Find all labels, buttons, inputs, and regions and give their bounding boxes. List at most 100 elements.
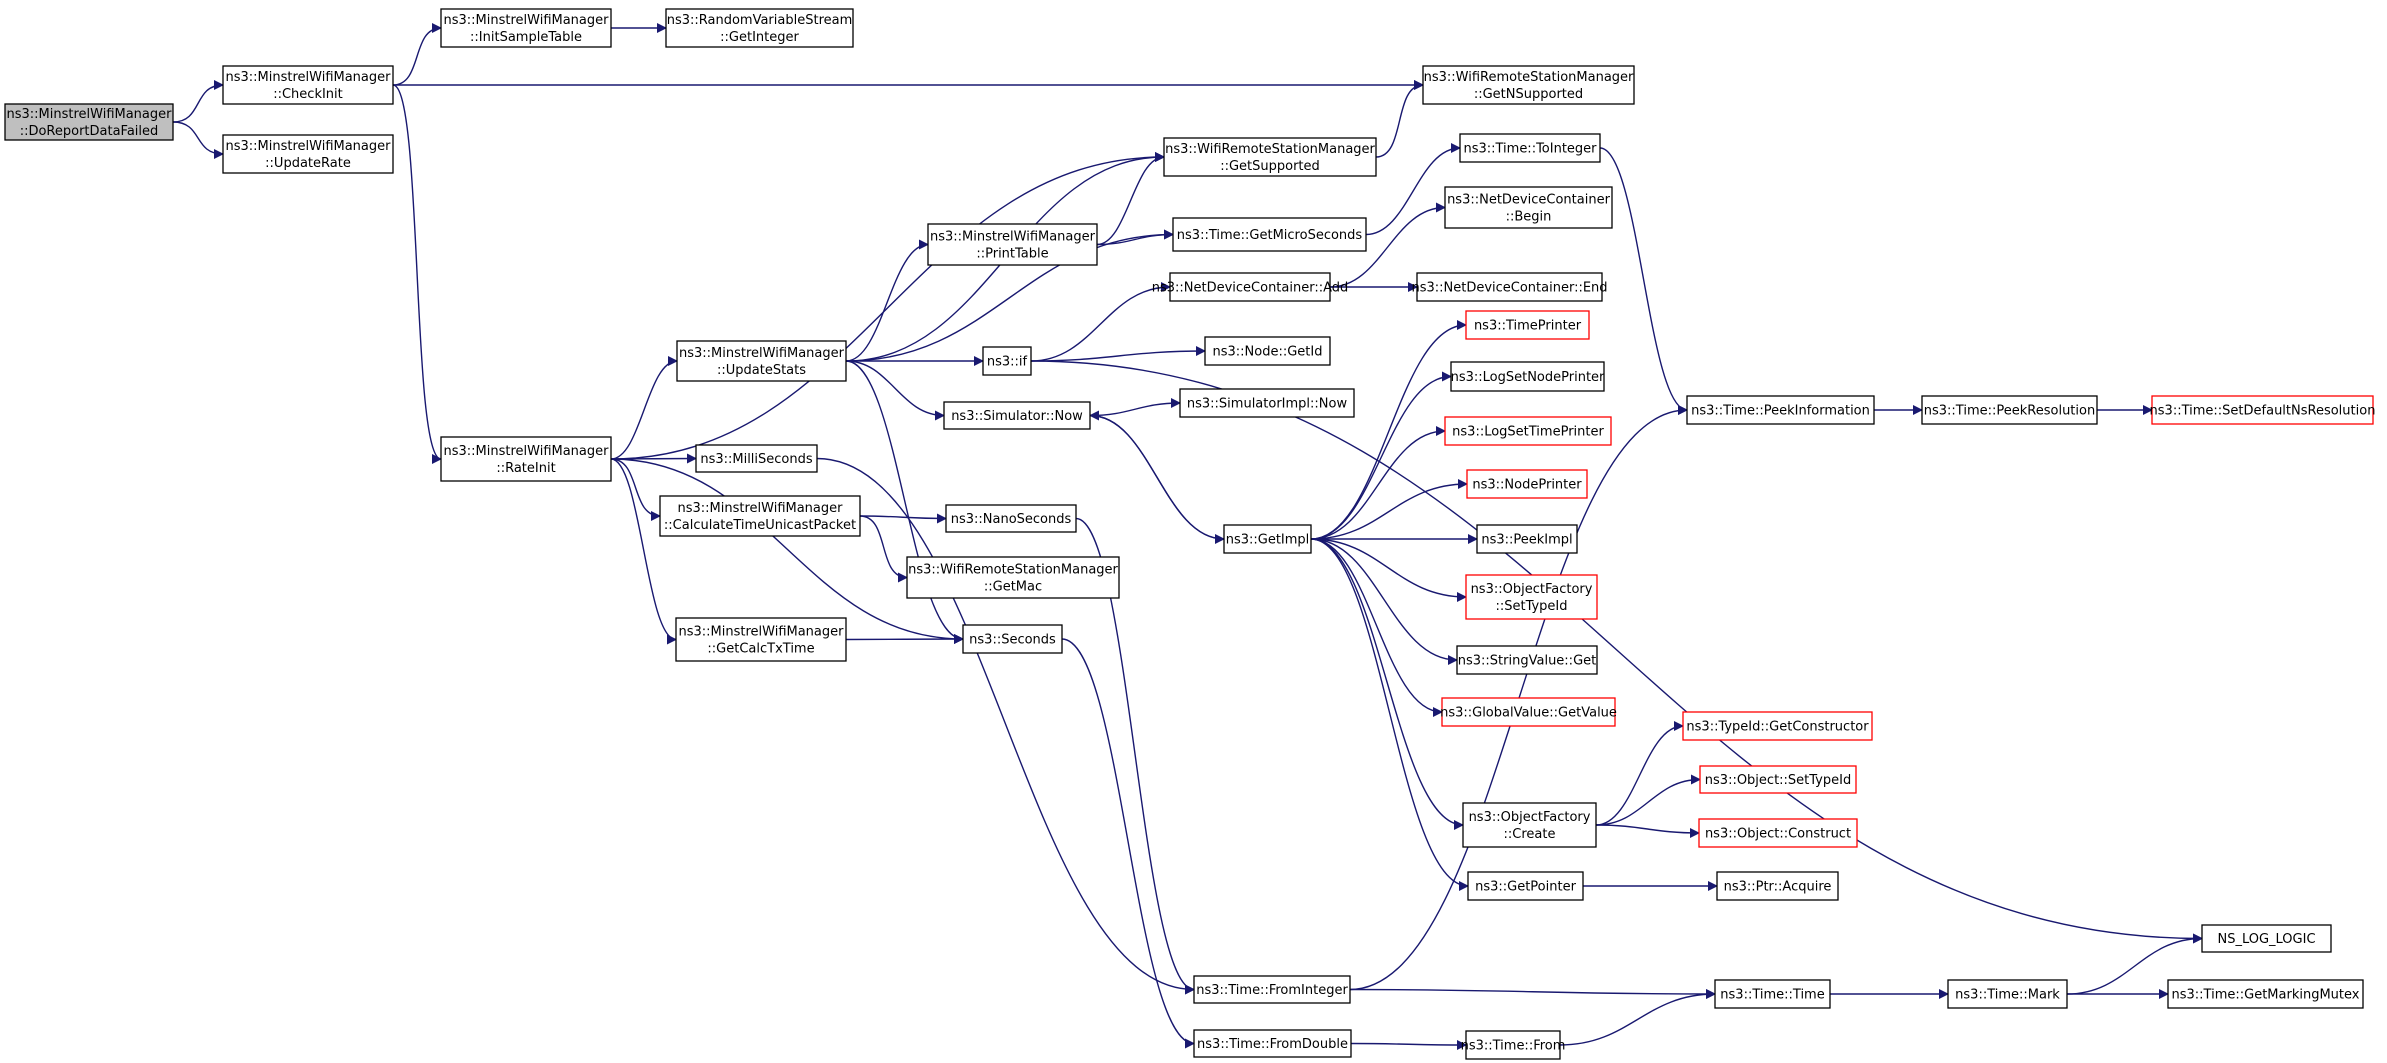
node-box <box>1465 574 1598 620</box>
node-label: ns3::Object::SetTypeId <box>1705 773 1851 788</box>
node-timetime[interactable]: ns3::Time::Time <box>1714 979 1831 1009</box>
node-seconds[interactable]: ns3::Seconds <box>962 624 1063 654</box>
node-getpointer[interactable]: ns3::GetPointer <box>1467 871 1584 901</box>
node-label: ns3::MinstrelWifiManager <box>679 346 845 361</box>
node-label: ns3::NetDeviceContainer <box>1447 193 1611 208</box>
node-label: ns3::WifiRemoteStationManager <box>1165 142 1375 157</box>
node-objconstruct[interactable]: ns3::Object::Construct <box>1698 818 1858 848</box>
node-nodegetid[interactable]: ns3::Node::GetId <box>1204 336 1331 366</box>
node-box <box>1467 871 1584 901</box>
node-peekres[interactable]: ns3::Time::PeekResolution <box>1921 395 2098 425</box>
node-simimplnow[interactable]: ns3::SimulatorImpl::Now <box>1179 388 1355 418</box>
node-box <box>1444 416 1612 446</box>
node-label: ns3::LogSetNodePrinter <box>1451 370 1605 385</box>
node-ofcreate[interactable]: ns3::ObjectFactory::Create <box>1462 802 1597 848</box>
node-nsif[interactable]: ns3::if <box>982 346 1032 376</box>
node-getimpl[interactable]: ns3::GetImpl <box>1223 524 1312 554</box>
node-label: ::CalculateTimeUnicastPacket <box>664 518 856 533</box>
node-ndcadd[interactable]: ns3::NetDeviceContainer::Add <box>1152 272 1349 302</box>
edge-getimpl-to-simnow <box>1089 410 1225 540</box>
node-label: NS_LOG_LOGIC <box>2217 932 2315 947</box>
node-peekinfo[interactable]: ns3::Time::PeekInformation <box>1686 395 1875 425</box>
node-label: ns3::TimePrinter <box>1474 319 1582 334</box>
node-rvs[interactable]: ns3::RandomVariableStream::GetInteger <box>665 8 854 48</box>
node-getmarkingmutex[interactable]: ns3::Time::GetMarkingMutex <box>2167 979 2364 1009</box>
node-label: ns3::LogSetTimePrinter <box>1452 425 1604 440</box>
node-initsample[interactable]: ns3::MinstrelWifiManager::InitSampleTabl… <box>440 8 612 48</box>
node-logsettime[interactable]: ns3::LogSetTimePrinter <box>1444 416 1612 446</box>
edge-timemark-to-nsloglogic <box>2066 933 2203 995</box>
node-getmac[interactable]: ns3::WifiRemoteStationManager::GetMac <box>906 556 1120 599</box>
edge-calctime-to-nano <box>859 513 947 524</box>
node-label: ::GetInteger <box>720 30 799 45</box>
node-getcalctx[interactable]: ns3::MinstrelWifiManager::GetCalcTxTime <box>675 617 847 662</box>
node-box <box>1416 272 1603 302</box>
node-timefrom[interactable]: ns3::Time::From <box>1461 1030 1566 1060</box>
node-updaterate[interactable]: ns3::MinstrelWifiManager::UpdateRate <box>222 134 394 174</box>
node-getsupported[interactable]: ns3::WifiRemoteStationManager::GetSuppor… <box>1163 137 1377 177</box>
node-stringget[interactable]: ns3::StringValue::Get <box>1456 645 1598 675</box>
edge-updatestats-to-simnow <box>845 360 945 421</box>
node-typeidctor[interactable]: ns3::TypeId::GetConstructor <box>1682 711 1873 741</box>
node-ptracquire[interactable]: ns3::Ptr::Acquire <box>1716 871 1839 901</box>
node-calctime[interactable]: ns3::MinstrelWifiManager::CalculateTimeU… <box>659 495 861 537</box>
node-fromdouble[interactable]: ns3::Time::FromDouble <box>1193 1029 1352 1058</box>
node-box <box>659 495 861 537</box>
node-label: ns3::Time::PeekInformation <box>1691 404 1870 419</box>
node-milli[interactable]: ns3::MilliSeconds <box>695 444 818 473</box>
edge-fromdouble-to-timefrom <box>1350 1039 1467 1050</box>
node-frominteger[interactable]: ns3::Time::FromInteger <box>1193 975 1351 1004</box>
node-timeprinter[interactable]: ns3::TimePrinter <box>1465 310 1590 340</box>
node-label: ns3::Time::From <box>1461 1039 1566 1054</box>
edge-updatestats-to-getmicro <box>845 229 1174 362</box>
node-box <box>906 556 1120 599</box>
node-peekimpl[interactable]: ns3::PeekImpl <box>1476 524 1578 554</box>
node-nodeprinter[interactable]: ns3::NodePrinter <box>1466 469 1588 499</box>
node-nano[interactable]: ns3::NanoSeconds <box>945 504 1077 533</box>
node-label: ns3::GetImpl <box>1226 533 1310 548</box>
node-box <box>1193 1029 1352 1058</box>
node-box <box>962 624 1063 654</box>
node-printtable[interactable]: ns3::MinstrelWifiManager::PrintTable <box>927 223 1098 266</box>
node-label: ns3::NodePrinter <box>1472 478 1582 493</box>
node-ndcend[interactable]: ns3::NetDeviceContainer::End <box>1411 272 1608 302</box>
edge-getimpl-to-nodeprinter <box>1310 479 1468 540</box>
node-globalget[interactable]: ns3::GlobalValue::GetValue <box>1440 697 1617 727</box>
node-label: ns3::ObjectFactory <box>1471 582 1593 597</box>
node-box <box>1465 1030 1561 1060</box>
edge-simnow-to-simimplnow <box>1089 398 1181 417</box>
node-label: ns3::Node::GetId <box>1213 345 1323 360</box>
node-updatestats[interactable]: ns3::MinstrelWifiManager::UpdateStats <box>676 340 847 382</box>
node-getmicro[interactable]: ns3::Time::GetMicroSeconds <box>1172 217 1367 252</box>
node-box <box>1947 979 2068 1009</box>
node-label: ::UpdateRate <box>265 156 351 171</box>
node-nsloglogic[interactable]: NS_LOG_LOGIC <box>2201 924 2332 953</box>
node-label: ns3::Time::Time <box>1720 988 1824 1003</box>
node-label: ::UpdateStats <box>717 363 806 378</box>
edge-root-to-updaterate <box>172 121 224 159</box>
edge-updatestats-to-printtable <box>845 239 929 362</box>
node-box <box>665 8 854 48</box>
node-simnow[interactable]: ns3::Simulator::Now <box>943 401 1091 430</box>
node-label: ::DoReportDataFailed <box>20 124 159 139</box>
node-label: ns3::MinstrelWifiManager <box>6 107 172 122</box>
node-ofsettypeid[interactable]: ns3::ObjectFactory::SetTypeId <box>1465 574 1598 620</box>
node-label: ns3::MinstrelWifiManager <box>678 625 844 640</box>
node-getnsupported[interactable]: ns3::WifiRemoteStationManager::GetNSuppo… <box>1422 65 1635 105</box>
node-ratenit[interactable]: ns3::MinstrelWifiManager::RateInit <box>440 436 612 482</box>
node-logsetnode[interactable]: ns3::LogSetNodePrinter <box>1450 361 1605 392</box>
nodes-layer: ns3::MinstrelWifiManager::DoReportDataFa… <box>4 8 2376 1060</box>
node-label: ns3::MinstrelWifiManager <box>930 230 1096 245</box>
node-label: ns3::RandomVariableStream <box>667 13 853 28</box>
node-ndcbegin[interactable]: ns3::NetDeviceContainer::Begin <box>1444 186 1613 229</box>
node-timemark[interactable]: ns3::Time::Mark <box>1947 979 2068 1009</box>
node-tointeger[interactable]: ns3::Time::ToInteger <box>1459 133 1601 163</box>
node-box <box>676 340 847 382</box>
node-checkinit[interactable]: ns3::MinstrelWifiManager::CheckInit <box>222 65 394 105</box>
node-objsettypeid[interactable]: ns3::Object::SetTypeId <box>1699 765 1857 794</box>
node-box <box>2151 395 2374 425</box>
node-setdefaultres[interactable]: ns3::Time::SetDefaultNsResolution <box>2150 395 2376 425</box>
node-label: ns3::GetPointer <box>1475 880 1576 895</box>
edge-ofcreate-to-objsettypeid <box>1595 774 1701 826</box>
